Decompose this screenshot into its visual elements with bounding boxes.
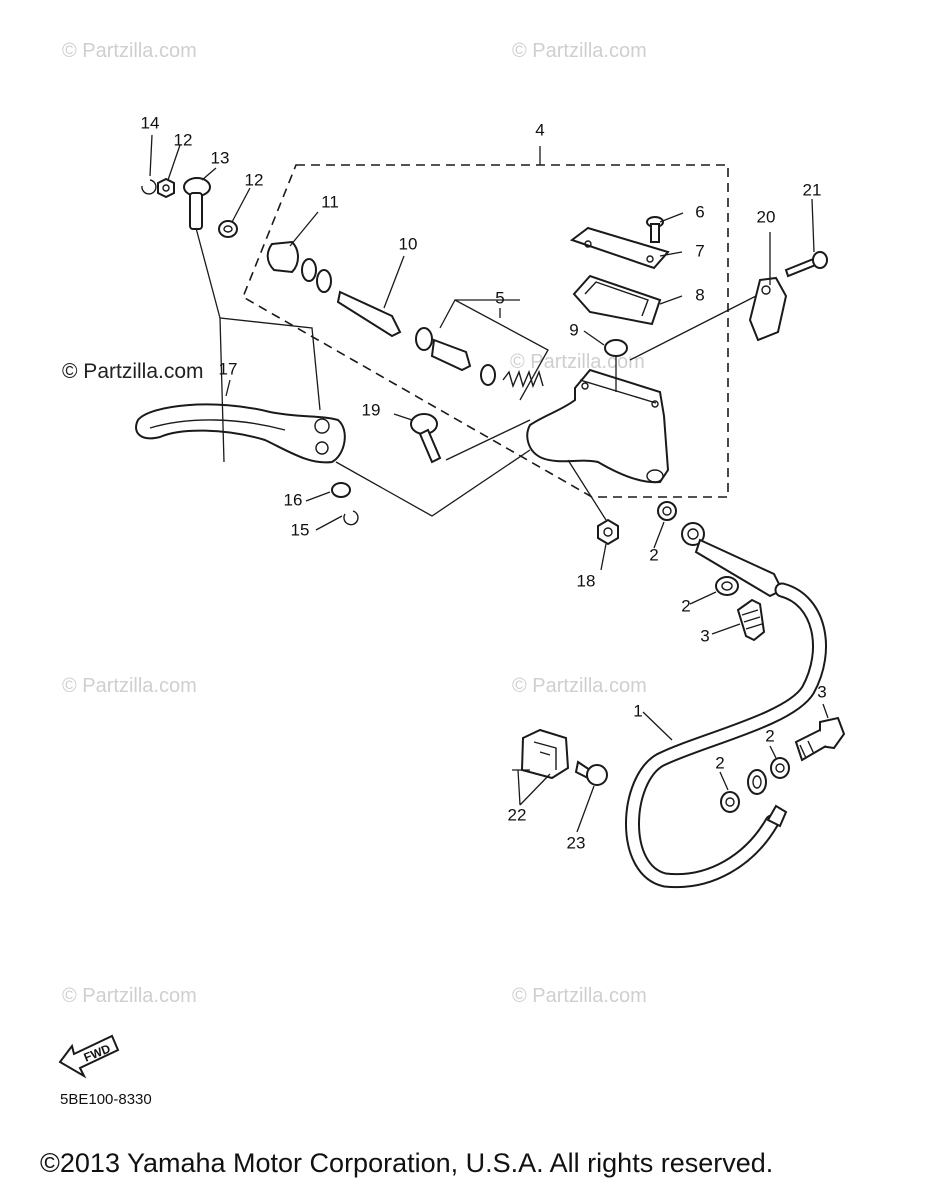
piston-kit[interactable] [415,327,544,389]
callout-number: 13 [211,148,230,167]
watermark: © Partzilla.com [62,985,197,1007]
copper-washer[interactable] [657,501,677,521]
callout-number: 19 [362,400,381,419]
union-bolt[interactable] [736,598,766,642]
callout-labels: 4 14 12 13 12 11 10 5 6 7 8 9 20 21 17 1… [141,113,827,852]
collar[interactable] [218,220,238,238]
copper-washer[interactable] [715,576,739,596]
callout-number: 5 [495,288,504,307]
copper-washer[interactable] [720,791,740,813]
copyright-notice: ©2013 Yamaha Motor Corporation, U.S.A. A… [40,1148,773,1178]
clamp-bracket[interactable] [748,276,788,342]
callout-number: 2 [649,545,658,564]
master-cylinder-assembly-boundary [241,164,729,498]
diagram-reference: 5BE100-8330 [60,1091,152,1108]
callout-number: 2 [681,596,690,615]
forward-arrow-icon: FWD [58,1034,120,1079]
lever-nut[interactable] [597,518,619,546]
callout-number: 21 [803,180,822,199]
callout-number: 1 [633,701,642,720]
screw[interactable] [646,216,664,243]
callout-number: 12 [245,170,264,189]
hose-guide[interactable] [520,728,570,780]
callout-number: 12 [174,130,193,149]
callout-number: 3 [700,626,709,645]
brake-lever[interactable] [135,403,346,464]
circlip[interactable] [141,179,157,195]
callout-number: 23 [567,833,586,852]
callout-number: 8 [695,285,704,304]
washer[interactable] [331,482,351,498]
callout-number: 16 [284,490,303,509]
watermark: © Partzilla.com [512,40,647,62]
circlip[interactable] [343,510,359,526]
callout-number: 4 [535,120,544,139]
diaphragm[interactable] [572,274,662,326]
nut[interactable] [157,177,175,199]
callout-number: 2 [715,753,724,772]
piston-boot[interactable] [266,240,332,293]
callout-number: 10 [399,234,418,253]
copper-washer[interactable] [770,757,790,779]
reservoir-cap[interactable] [569,226,670,270]
callout-number: 2 [765,726,774,745]
master-cylinder-body[interactable] [526,368,670,484]
callout-number: 22 [508,805,527,824]
callout-number: 17 [219,359,238,378]
push-rod[interactable] [336,290,402,338]
diaphragm-plate[interactable] [604,339,628,357]
pivot-bolt[interactable] [183,177,211,230]
callout-number: 11 [321,192,339,211]
watermark: © Partzilla.com [62,40,197,62]
callout-number: 3 [817,682,826,701]
callout-number: 20 [757,207,776,226]
callout-number: 7 [695,241,704,260]
callout-number: 9 [569,320,578,339]
watermark: © Partzilla.com [62,675,197,697]
guide-screw[interactable] [574,760,608,786]
clamp-bolt[interactable] [784,251,828,278]
fwd-label: FWD [82,1041,113,1064]
callout-number: 18 [577,571,596,590]
callout-number: 15 [291,520,310,539]
lever-pivot-bolt[interactable] [410,413,442,464]
callout-number: 6 [695,202,704,221]
leader-lines [149,134,829,833]
brake-hose[interactable] [625,522,827,889]
watermark: © Partzilla.com [512,985,647,1007]
callout-number: 14 [141,113,160,132]
watermark: © Partzilla.com [512,675,647,697]
union-bolt[interactable] [794,716,846,762]
watermark: © Partzilla.com [62,360,204,383]
